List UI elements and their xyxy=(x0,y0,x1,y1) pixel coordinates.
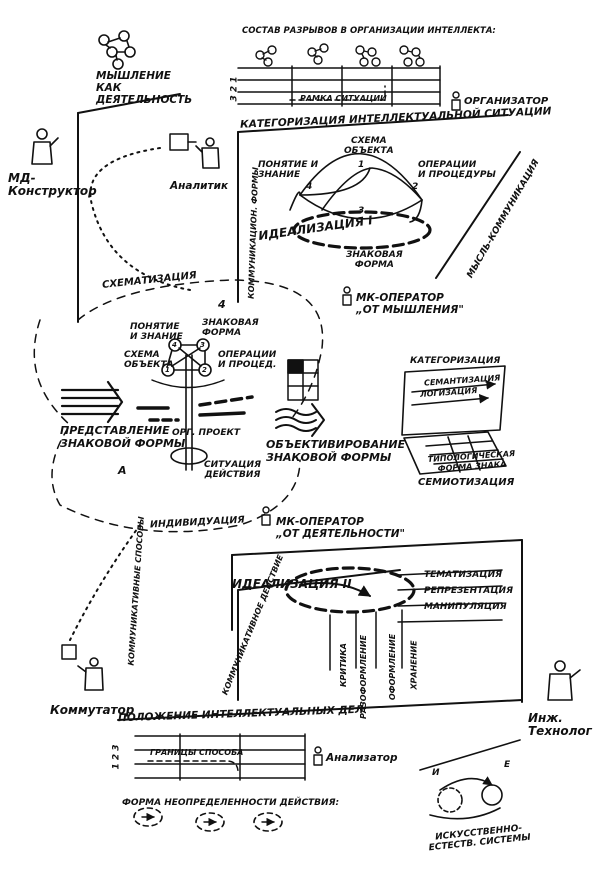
middle-operations: ОПЕРАЦИИ И ПРОЦЕД. xyxy=(218,350,277,370)
thematization-rows xyxy=(329,569,503,671)
gaps-row-numbers: 3 2 1 xyxy=(229,76,240,102)
lower-top-line xyxy=(231,539,523,556)
middle-object-schema: СХЕМА ОБЪЕКТА xyxy=(124,350,174,370)
upper-concept: ПОНЯТИЕ И ЗНАНИЕ xyxy=(258,160,319,180)
upper-n2: 2 xyxy=(412,182,419,192)
idealization-2-arrow xyxy=(299,582,372,597)
upper-n4: 4 xyxy=(306,182,313,192)
objectification-label: ОБЪЕКТИВИРОВАНИЕ ЗНАКОВОЙ ФОРМЫ xyxy=(266,438,406,464)
criticism-label: КРИТИКА xyxy=(338,643,348,687)
frame-situation-label: РАМКА СИТУАЦИИ xyxy=(300,94,387,103)
upper-operations: ОПЕРАЦИИ И ПРОЦЕДУРЫ xyxy=(418,160,496,180)
md-constructor-figure xyxy=(31,128,59,165)
upper-sign-form: ЗНАКОВАЯ ФОРМА xyxy=(346,250,403,270)
grid-icon xyxy=(287,359,319,401)
upper-n3: 3 xyxy=(358,206,365,216)
position-table xyxy=(134,733,306,781)
categorization-panel xyxy=(401,365,507,475)
upper-schema-star xyxy=(289,152,423,223)
middle-c2: 2 xyxy=(202,366,207,374)
commutator-box xyxy=(61,644,77,660)
objectification-arrows xyxy=(275,403,325,437)
organizer-figure xyxy=(451,91,461,111)
method-limits-label: ГРАНИЦЫ СПОСОБА xyxy=(150,748,244,757)
analyzer-figure xyxy=(313,746,323,766)
middle-na: A xyxy=(118,464,127,477)
idealization-1-ellipse xyxy=(292,210,432,250)
thinking-as-activity-label: МЫШЛЕНИЕ КАК ДЕЯТЕЛЬНОСТЬ xyxy=(96,70,193,106)
mk-operator-thinking-label: МК-ОПЕРАТОР „ОТ МЫШЛЕНИЯ" xyxy=(356,292,464,316)
uncertainty-arrows xyxy=(141,812,275,827)
mk-operator-thinking-figure xyxy=(342,286,352,306)
categorization-line xyxy=(237,114,509,133)
middle-sign-form: ЗНАКОВАЯ ФОРМА xyxy=(202,318,259,338)
commutator-label: Коммутатор xyxy=(50,703,135,717)
organizer-label: ОРГАНИЗАТОР xyxy=(464,96,549,107)
analyzer-label: Анализатор xyxy=(326,752,398,764)
idealization-2-label: ИДЕАЛИЗАЦИЯ II xyxy=(232,577,352,591)
position-row-numbers: 1 2 3 xyxy=(111,744,122,770)
comm-action-wall xyxy=(237,569,401,701)
commutator-dotted-line xyxy=(69,524,141,641)
engineer-figure xyxy=(547,660,581,701)
outer-dashed-loop xyxy=(33,319,301,533)
middle-c3: 3 xyxy=(200,341,205,349)
gap-icons xyxy=(255,43,425,67)
representation-label: ПРЕДСТАВЛЕНИЕ ЗНАКОВОЙ ФОРМЫ xyxy=(60,424,186,450)
middle-c1: 1 xyxy=(165,366,170,374)
schematization-loop xyxy=(77,279,324,419)
thematization-label: ТЕМАТИЗАЦИЯ xyxy=(424,570,503,580)
categorization-label: КАТЕГОРИЗАЦИЯ xyxy=(410,356,501,366)
commutator-figure xyxy=(77,657,104,691)
middle-c4: 4 xyxy=(172,341,177,349)
org-project-label: ОРГ. ПРОЕКТ xyxy=(172,428,240,438)
middle-n4: 4 xyxy=(218,298,226,311)
md-constructor-label: МД- Конструктор xyxy=(8,171,97,198)
position-line xyxy=(117,699,523,721)
upper-object-schema: СХЕМА ОБЪЕКТА xyxy=(344,136,394,156)
analyst-figure xyxy=(195,137,220,169)
semiotization-label: СЕМИОТИЗАЦИЯ xyxy=(418,477,515,488)
middle-concept: ПОНЯТИЕ И ЗНАНИЕ xyxy=(130,322,183,342)
analyst-dotted-loop xyxy=(89,147,191,291)
uncertainty-ovals xyxy=(133,807,283,832)
artificial-natural-diagram xyxy=(419,739,521,820)
representation-row-label: РЕПРЕЗЕНТАЦИЯ xyxy=(424,586,514,596)
mk-operator-activity-figure xyxy=(261,506,271,526)
mk-operator-activity-label: МК-ОПЕРАТОР „ОТ ДЕЯТЕЛЬНОСТИ" xyxy=(276,516,406,540)
idealization-2-ellipse xyxy=(284,566,416,614)
manipulation-label: МАНИПУЛЯЦИЯ xyxy=(424,602,507,612)
storage-label: ХРАНЕНИЕ xyxy=(409,640,419,690)
engineer-label: Инж. Технолог xyxy=(528,711,592,738)
formation-label: ОФОРМЛЕНИЕ xyxy=(388,633,398,701)
analyst-label: Аналитик xyxy=(170,180,229,192)
uncertainty-title: ФОРМА НЕОПРЕДЕЛЕННОСТИ ДЕЙСТВИЯ: xyxy=(122,798,340,808)
action-situation-label: СИТУАЦИЯ ДЕЙСТВИЯ xyxy=(204,460,261,480)
representation-arrows xyxy=(60,380,124,424)
analyst-box xyxy=(169,133,189,151)
upper-n1: 1 xyxy=(358,160,365,170)
thought-comm-line xyxy=(435,151,521,279)
letter-e-label: Е xyxy=(504,760,511,770)
letter-i-label: И xyxy=(432,768,440,778)
gaps-title: СОСТАВ РАЗРЫВОВ В ОРГАНИЗАЦИИ ИНТЕЛЛЕКТА… xyxy=(242,26,496,36)
molecule-icon xyxy=(98,30,136,70)
thinking-wall-line xyxy=(77,93,181,114)
gaps-table xyxy=(237,65,441,107)
middle-schema xyxy=(136,338,254,471)
